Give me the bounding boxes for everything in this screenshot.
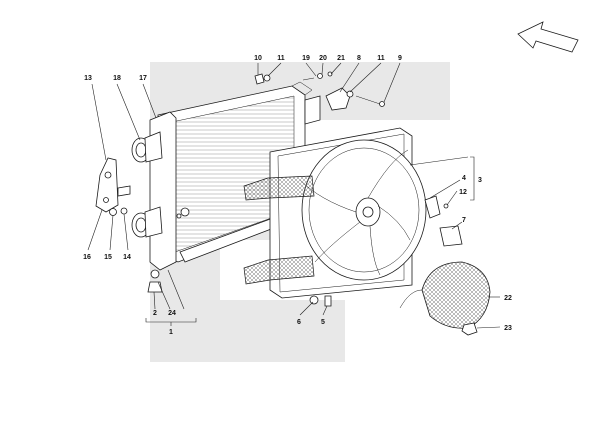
callout-17: 17 [139, 75, 147, 82]
callout-3: 3 [478, 177, 482, 184]
callout-6: 6 [297, 319, 301, 326]
drain-plug [147, 269, 163, 293]
callout-14: 14 [123, 254, 131, 261]
fan-guard [399, 261, 491, 329]
callout-7: 7 [462, 217, 466, 224]
callout-23: 23 [504, 325, 512, 332]
nut [461, 322, 478, 336]
lower-hose-fitting [131, 206, 163, 238]
callout-22: 22 [504, 295, 512, 302]
callout-11-right: 11 [377, 55, 385, 62]
clip [439, 225, 463, 247]
callout-20: 20 [319, 55, 327, 62]
callout-12: 12 [459, 189, 467, 196]
upper-hose-fitting [131, 131, 163, 163]
callout-16: 16 [83, 254, 91, 261]
callout-18: 18 [113, 75, 121, 82]
fan-connector [424, 195, 449, 219]
callout-labels: 13 18 17 10 11 19 20 21 8 11 9 3 4 12 7 … [83, 55, 512, 336]
callout-5: 5 [321, 319, 325, 326]
callout-10: 10 [254, 55, 262, 62]
leader-lines [87, 62, 501, 329]
callout-24: 24 [168, 310, 176, 317]
callout-9: 9 [398, 55, 402, 62]
callout-21: 21 [337, 55, 345, 62]
group-bracket-1 [145, 318, 197, 326]
shroud-lower-foot [243, 255, 315, 285]
radiator [149, 81, 321, 271]
callout-4: 4 [462, 175, 466, 182]
group-bracket-3 [470, 156, 475, 201]
top-hardware [254, 71, 385, 111]
washers [109, 207, 190, 219]
callout-15: 15 [104, 254, 112, 261]
callout-8: 8 [357, 55, 361, 62]
callout-1: 1 [169, 329, 173, 336]
callout-13: 13 [84, 75, 92, 82]
callout-2: 2 [153, 310, 157, 317]
mounting-bracket [95, 157, 131, 213]
callout-11-top: 11 [277, 55, 285, 62]
bottom-hardware [309, 295, 332, 307]
shroud-upper-foot [243, 175, 315, 201]
callout-19: 19 [302, 55, 310, 62]
fan-shroud [269, 127, 427, 299]
arrow-icon [517, 21, 579, 53]
